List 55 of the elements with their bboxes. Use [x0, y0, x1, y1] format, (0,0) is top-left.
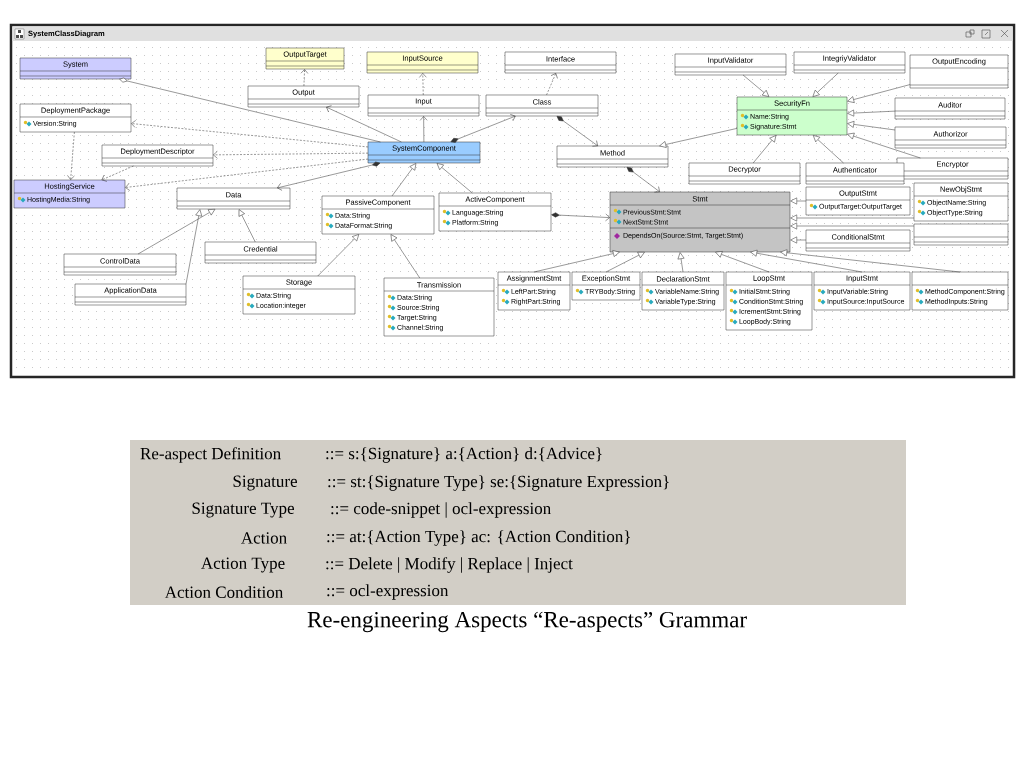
generalization-arrow: [238, 209, 256, 243]
grammar-rule: ::= ocl-expression: [327, 584, 449, 600]
generalization-arrow: [677, 252, 685, 273]
generalization-arrow: [790, 222, 915, 230]
grammar-term: Re-aspect Definition: [140, 447, 281, 463]
generalization-arrow: [390, 234, 421, 279]
generalization-arrow: [813, 135, 844, 164]
grammar-rule: ::= Delete | Modify | Replace | Inject: [326, 557, 573, 573]
composition-arrow: [551, 212, 610, 222]
generalization-arrow: [137, 209, 216, 255]
generalization-arrow: [436, 163, 473, 194]
generalization-arrow: [847, 84, 911, 103]
generalization-arrow: [790, 236, 807, 244]
composition-arrow: [556, 116, 598, 147]
dependency-arrow: [125, 158, 369, 191]
generalization-arrow: [750, 249, 863, 273]
generalization-arrow: [533, 250, 620, 273]
composition-arrow: [277, 161, 381, 191]
grammar-term: Action: [241, 532, 287, 544]
generalization-arrow: [847, 121, 896, 131]
grammar-term: Action Type: [201, 557, 285, 573]
dependency-arrow: [101, 165, 134, 182]
grammar-rule: ::= at:{Action Type} ac: {Action Condition}: [327, 530, 630, 546]
generalization-arrow: [847, 109, 896, 117]
grammar-rule: ::= st:{Signature Type} se:{Signature Expression}: [328, 475, 669, 491]
association-arrow: [326, 105, 402, 143]
grammar-rule: ::= s:{Signature} a:{Action} d:{Advice}: [326, 447, 602, 463]
caption: Re-engineering Aspects “Re-aspects” Grammar: [307, 611, 747, 633]
dependency-arrow: [213, 151, 369, 159]
generalization-arrow: [185, 209, 203, 285]
generalization-arrow: [812, 72, 839, 97]
dependency-arrow: [67, 131, 75, 180]
generalization-arrow: [780, 249, 961, 273]
class-box: [913, 223, 1009, 246]
dependency-arrow: [546, 73, 558, 96]
grammar-term: Signature: [233, 475, 297, 491]
dependency-arrow: [300, 69, 309, 87]
generalization-arrow: [790, 197, 807, 205]
association-arrow: [419, 116, 428, 143]
generalization-arrow: [847, 132, 921, 159]
dependency-arrow: [131, 120, 369, 148]
composition-arrow: [450, 114, 516, 143]
generalization-arrow: [391, 163, 417, 197]
generalization-arrow: [790, 214, 915, 222]
generalization-arrow: [742, 74, 770, 97]
generalization-arrow: [752, 135, 777, 164]
dependency-arrow: [419, 73, 427, 96]
grammar-term: Action Condition: [164, 586, 284, 598]
composition-arrow: [626, 167, 660, 193]
grammar-rule: ::= code-snippet | ocl-expression: [331, 502, 551, 518]
generalization-arrow: [605, 252, 645, 273]
aggregation-line: [119, 77, 381, 143]
grammar-term: Signature Type: [192, 502, 294, 518]
generalization-arrow: [659, 128, 738, 148]
generalization-arrow: [715, 251, 770, 273]
